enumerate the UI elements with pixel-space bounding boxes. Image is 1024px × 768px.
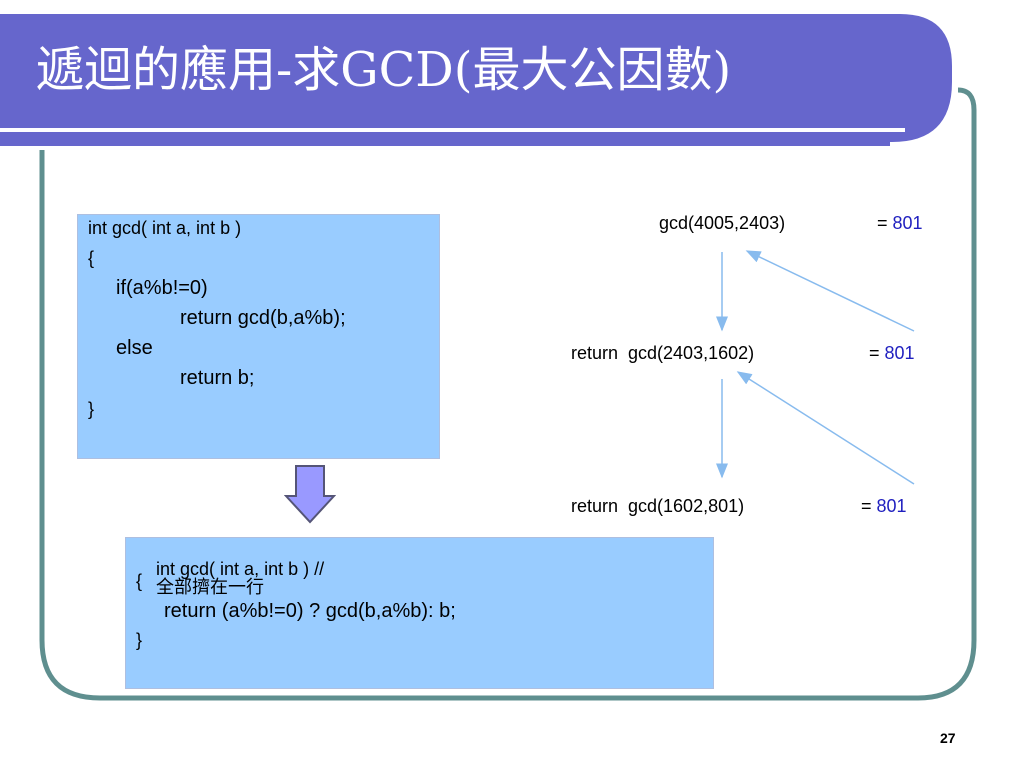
code-line: { bbox=[136, 571, 143, 591]
trace-result: = 801 bbox=[861, 496, 907, 516]
trace-result: = 801 bbox=[869, 343, 915, 363]
content-frame-border bbox=[39, 87, 977, 701]
code-line: int gcd( int a, int b ) bbox=[88, 218, 242, 238]
page-number: 27 bbox=[940, 730, 956, 746]
code-line: { bbox=[88, 248, 95, 268]
code-line: if(a%b!=0) bbox=[116, 277, 208, 299]
code-line: return gcd(b,a%b); bbox=[180, 307, 346, 329]
trace-call: return gcd(2403,1602) bbox=[571, 343, 755, 363]
title-lower-band bbox=[0, 132, 890, 146]
trace-result: = 801 bbox=[877, 213, 923, 233]
code-comment: 全部擠在一行 bbox=[156, 577, 265, 598]
trace-call: return gcd(1602,801) bbox=[571, 496, 745, 516]
title-bar bbox=[0, 14, 952, 142]
code-text: int gcd( int a, int b ) // bbox=[156, 559, 325, 579]
code-line: } bbox=[136, 630, 143, 650]
trace-call: gcd(4005,2403) bbox=[659, 213, 786, 233]
title-underline bbox=[0, 128, 905, 132]
down-arrow-icon bbox=[284, 465, 336, 524]
code-line: } bbox=[88, 399, 95, 419]
code-line: else bbox=[116, 337, 153, 359]
slide-title: 遞迴的應用-求GCD(最大公因數) bbox=[36, 42, 732, 98]
code-line: return b; bbox=[180, 367, 255, 389]
code-line: int gcd( int a, int b ) // 全部擠在一行 bbox=[136, 542, 324, 615]
one-line-code-block: int gcd( int a, int b ) // 全部擠在一行 { retu… bbox=[125, 537, 714, 689]
code-line: return (a%b!=0) ? gcd(b,a%b): b; bbox=[164, 600, 456, 622]
recursive-code-block: int gcd( int a, int b ) { if(a%b!=0) ret… bbox=[77, 214, 440, 459]
